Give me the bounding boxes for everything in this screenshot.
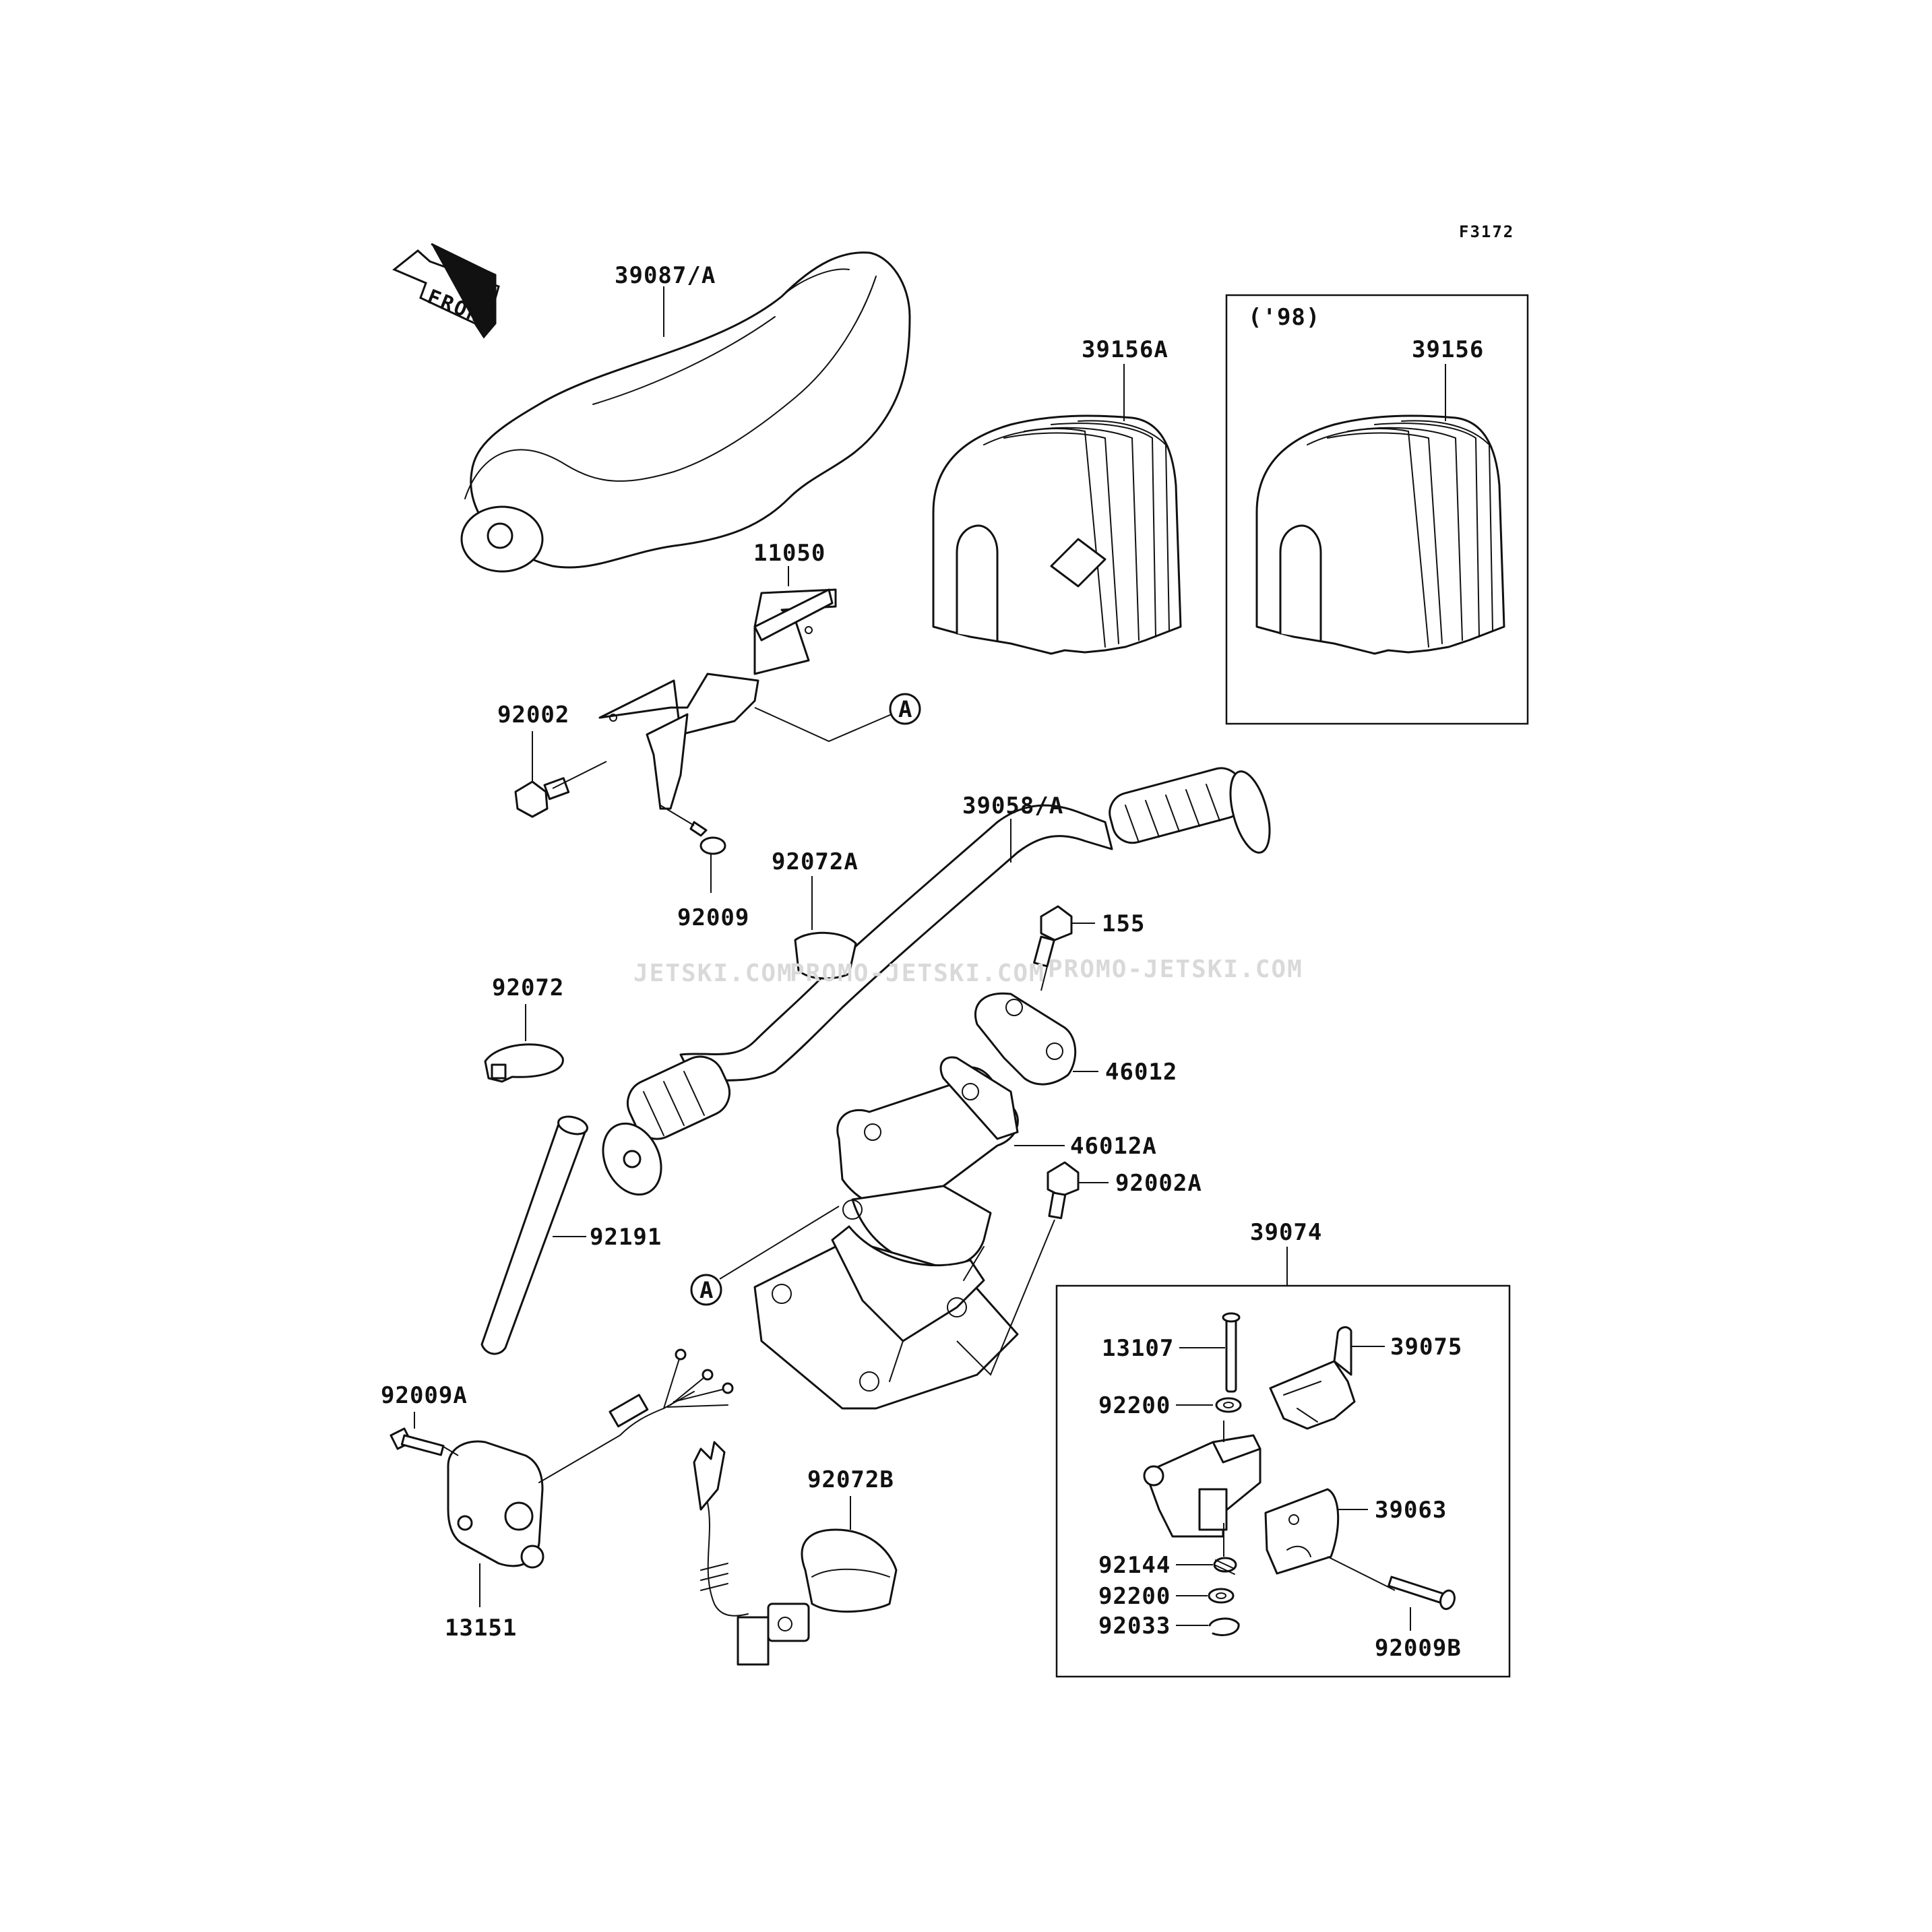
part-label-13107: 13107 [1102,1335,1174,1362]
cover-39063 [1264,1488,1340,1575]
clamp-92072A [794,931,857,980]
e-ring-92033 [1208,1617,1240,1636]
pin-13107 [1222,1312,1241,1393]
variant-box-label: ('98) [1248,304,1320,331]
figure-code: F3172 [1459,222,1514,241]
part-label-92072B: 92072B [807,1466,894,1493]
clamp-cap-46012 [974,992,1077,1086]
part-label-92002: 92002 [497,702,569,728]
callout-A-top-label: A [898,696,912,723]
leader-lines [414,286,1446,1631]
bolt-155 [1033,905,1073,968]
part-label-13151: 13151 [445,1615,517,1642]
part-label-39156A: 39156A [1082,336,1168,363]
part-label-92144: 92144 [1098,1552,1171,1579]
part-label-92002A: 92002A [1115,1170,1202,1197]
part-label-11050: 11050 [753,540,825,567]
part-label-39074: 39074 [1250,1219,1322,1246]
part-label-92200-b: 92200 [1098,1583,1171,1610]
bracket-11050 [598,588,837,810]
part-label-92072A: 92072A [772,848,859,875]
screw-92009B [1388,1576,1456,1611]
bolt-92009A [389,1427,445,1456]
part-label-39075: 39075 [1390,1334,1462,1361]
front-arrow-icon: FRONT [392,243,500,339]
part-label-92033: 92033 [1098,1613,1171,1640]
switch-13151 [447,1348,734,1569]
part-label-92009: 92009 [677,904,749,931]
washer-92200-a [1215,1397,1242,1413]
watermark-3: PROMO-JETSKI.COM [1048,956,1303,983]
assembly-box-39074 [1055,1284,1511,1678]
part-label-92009B: 92009B [1375,1635,1462,1662]
callout-A-bottom-label: A [699,1277,714,1304]
pipe-92191 [480,1115,588,1355]
boot-39156A [932,414,1182,655]
handle-pad-39087 [460,251,911,573]
part-label-155: 155 [1102,910,1145,937]
lever-39075 [1269,1326,1356,1430]
callout-A-top [889,693,921,725]
washer-92200-b [1208,1588,1235,1604]
part-label-39087: 39087/A [615,262,716,289]
part-label-92191: 92191 [590,1224,662,1251]
part-label-39063: 39063 [1375,1497,1447,1524]
callout-A-bottom [690,1274,722,1306]
watermark-1: JETSKI.COM [633,960,793,987]
bolt-92002A [1047,1161,1080,1220]
part-label-46012: 46012 [1105,1059,1177,1086]
handlebar-39058 [602,767,1271,1196]
lanyard-clip-92072B [693,1441,898,1666]
watermark-2: PROMO-JETSKI.COM [790,960,1045,987]
part-label-92200-a: 92200 [1098,1392,1171,1419]
part-label-39058: 39058/A [962,792,1063,819]
clamp-92072 [484,1043,564,1083]
steering-holder-46012A [753,1056,1019,1410]
part-label-39156: 39156 [1412,336,1484,363]
part-label-46012A: 46012A [1070,1133,1157,1160]
spring-92144 [1213,1557,1237,1575]
part-label-92009A: 92009A [381,1382,468,1409]
throttle-housing [1143,1434,1261,1538]
boot-39156 [1255,414,1505,655]
part-label-92072: 92072 [492,974,564,1001]
bolt-92009 [689,821,726,855]
variant-box-98 [1225,294,1529,725]
